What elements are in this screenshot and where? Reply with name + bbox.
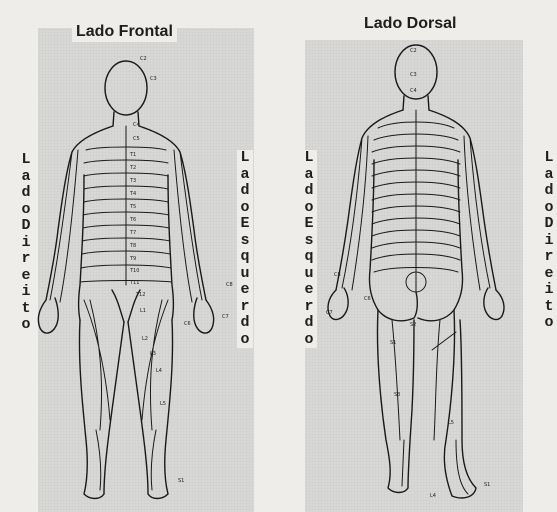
seg-label: T8 [129, 243, 136, 249]
seg-label: C7 [326, 310, 333, 316]
back-left-side-label: Lado Esquerdo [301, 150, 317, 348]
seg-label: C8 [334, 272, 341, 278]
back-title: Lado Dorsal [360, 14, 460, 34]
front-title: Lado Frontal [72, 22, 177, 42]
seg-label: C4 [133, 122, 140, 128]
seg-label: S2 [410, 322, 416, 328]
back-right-side-label: Lado Direito [541, 150, 557, 332]
seg-label: T2 [129, 165, 136, 171]
back-dermatome-lines [342, 110, 490, 494]
seg-label: L4 [430, 493, 436, 499]
seg-label: T10 [129, 268, 139, 274]
seg-label: L3 [150, 351, 156, 357]
seg-label: C6 [364, 296, 371, 302]
seg-label: C5 [133, 136, 140, 142]
seg-label: T11 [129, 280, 139, 286]
seg-label: L5 [160, 401, 166, 407]
seg-label: L4 [156, 368, 162, 374]
seg-label: L2 [142, 336, 148, 342]
seg-label: T5 [129, 204, 136, 210]
seg-label: T12 [135, 292, 145, 298]
seg-label: T3 [129, 178, 136, 184]
seg-label: L5 [448, 420, 454, 426]
seg-label: S1 [390, 340, 396, 346]
seg-label: T7 [129, 230, 136, 236]
front-dermatome-lines [50, 126, 202, 490]
back-segment-labels: C2 C3 C4 C8 C6 C7 S1 S2 S3 L4 L5 S1 [326, 48, 490, 499]
seg-label: T4 [129, 191, 136, 197]
seg-label: S3 [394, 392, 400, 398]
seg-label: S1 [484, 482, 490, 488]
seg-label: C6 [184, 321, 191, 327]
seg-label: T1 [129, 152, 136, 158]
seg-label: S1 [178, 478, 184, 484]
seg-label: C4 [410, 88, 417, 94]
seg-label: T6 [129, 217, 136, 223]
seg-label: C8 [226, 282, 233, 288]
seg-label: T9 [129, 256, 136, 262]
seg-label: C3 [410, 72, 417, 78]
seg-label: C2 [410, 48, 417, 54]
front-segment-labels: C2 C3 C4 C5 T1 T2 T3 T4 T5 T6 T7 T8 T9 T… [129, 56, 233, 484]
front-right-side-label: Lado Esquerdo [237, 150, 253, 348]
seg-label: L1 [140, 308, 146, 314]
seg-label: C7 [222, 314, 229, 320]
seg-label: C3 [150, 76, 157, 82]
front-left-side-label: Lado Direito [18, 152, 34, 334]
seg-label: C2 [140, 56, 147, 62]
